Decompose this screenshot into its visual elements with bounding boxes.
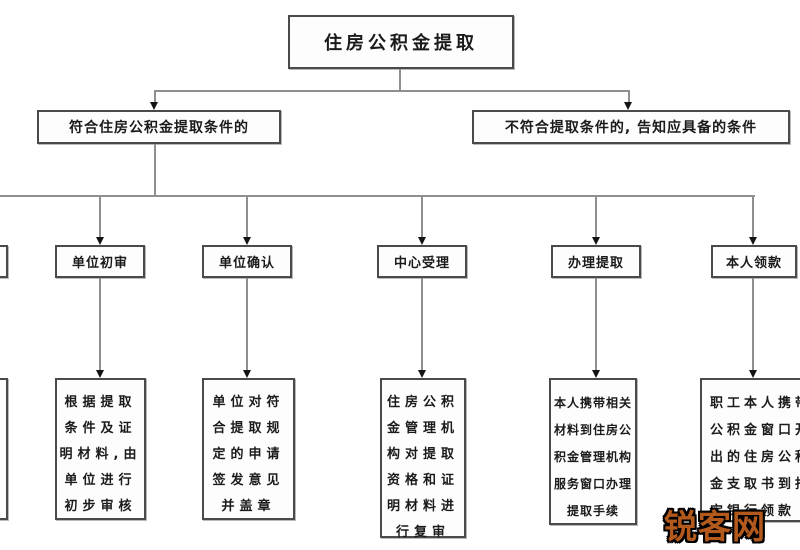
- connector-line: [246, 278, 248, 370]
- branch-eligible-label: 符合住房公积金提取条件的: [69, 120, 249, 136]
- arrow-down-icon: [418, 237, 426, 245]
- step-detail-center-acceptance: 住房公积 金管理机 构对提取 资格和证 明材料进 行复审: [380, 378, 466, 540]
- step-header-label: 单位初审: [71, 256, 128, 271]
- step-header-label: 中心受理: [393, 256, 450, 271]
- step-detail-text: 本人携带相关 材料到住房公 积金管理机构 服务窗口办理 提取手续: [553, 396, 632, 518]
- step-detail-handle-withdrawal: 本人携带相关 材料到住房公 积金管理机构 服务窗口办理 提取手续: [549, 378, 637, 525]
- connector-line: [154, 144, 156, 196]
- step-header-center-acceptance: 中心受理: [377, 245, 467, 278]
- arrow-down-icon: [243, 237, 251, 245]
- arrow-down-icon: [150, 102, 158, 110]
- step-detail-text: 根据提取 条件及证 明材料,由 单位进行 初步审核: [59, 395, 142, 514]
- step-detail-person-collects: 职工本人携带 公积金窗口开 出的住房公积 金支取书到指 定银行领款: [700, 378, 800, 522]
- arrow-down-icon: [624, 102, 632, 110]
- step-header-label: 本人领款: [725, 256, 782, 271]
- step-header-box-cutoff: [0, 245, 8, 278]
- step-header-label: 单位确认: [218, 256, 275, 271]
- connector-line: [399, 69, 401, 91]
- connector-line: [421, 195, 423, 237]
- step-detail-text: 单位对符 合提取规 定的申请 签发意见 并盖章: [212, 395, 285, 514]
- arrow-down-icon: [749, 370, 757, 378]
- arrow-down-icon: [749, 237, 757, 245]
- connector-line: [99, 278, 101, 370]
- watermark-ruikewang: 锐客网: [664, 507, 766, 546]
- branch-not-eligible-label: 不符合提取条件的, 告知应具备的条件: [504, 120, 758, 136]
- step-header-handle-withdrawal: 办理提取: [551, 245, 641, 278]
- connector-line: [246, 195, 248, 237]
- arrow-down-icon: [243, 370, 251, 378]
- connector-line: [154, 90, 156, 102]
- arrow-down-icon: [592, 370, 600, 378]
- connector-line: [99, 195, 101, 237]
- step-header-label: 办理提取: [567, 256, 624, 271]
- step-detail-unit-initial-review: 根据提取 条件及证 明材料,由 单位进行 初步审核: [55, 378, 146, 520]
- arrow-down-icon: [96, 370, 104, 378]
- step-detail-box-cutoff: [0, 378, 8, 520]
- flowchart-title-box: 住房公积金提取: [288, 15, 514, 69]
- connector-line: [595, 195, 597, 237]
- flowchart-title: 住房公积金提取: [324, 33, 478, 54]
- arrow-down-icon: [418, 370, 426, 378]
- branch-not-eligible-box: 不符合提取条件的, 告知应具备的条件: [472, 110, 790, 144]
- step-detail-text: 住房公积 金管理机 构对提取 资格和证 明材料进 行复审: [386, 395, 459, 540]
- connector-line: [752, 278, 754, 370]
- arrow-down-icon: [96, 237, 104, 245]
- step-header-unit-confirmation: 单位确认: [202, 245, 292, 278]
- branch-eligible-box: 符合住房公积金提取条件的: [37, 110, 281, 144]
- connector-line: [628, 90, 630, 102]
- connector-line: [752, 195, 754, 237]
- step-detail-text: 职工本人携带 公积金窗口开 出的住房公积 金支取书到指 定银行领款: [710, 396, 800, 519]
- connector-line: [154, 90, 630, 92]
- connector-line: [0, 195, 755, 197]
- arrow-down-icon: [592, 237, 600, 245]
- step-header-unit-initial-review: 单位初审: [55, 245, 145, 278]
- step-header-person-collects: 本人领款: [711, 245, 797, 278]
- connector-line: [595, 278, 597, 370]
- connector-line: [421, 278, 423, 370]
- step-detail-unit-confirmation: 单位对符 合提取规 定的申请 签发意见 并盖章: [202, 378, 295, 520]
